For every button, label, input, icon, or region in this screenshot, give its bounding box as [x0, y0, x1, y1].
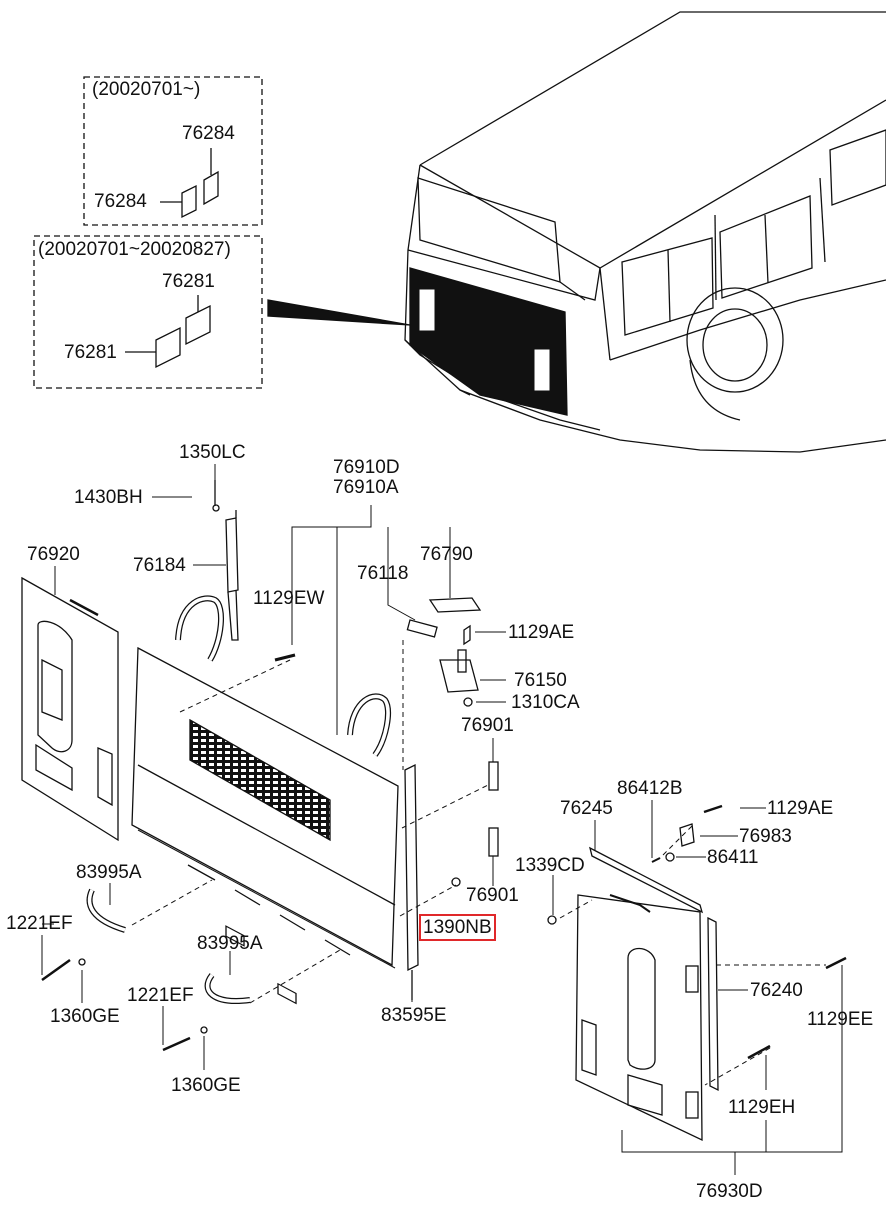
part-label-76150[interactable]: 76150 [514, 670, 567, 691]
right-side-panel [575, 846, 719, 1142]
part-label-83595e[interactable]: 83595E [381, 1005, 447, 1026]
part-label-76240[interactable]: 76240 [750, 980, 803, 1001]
gas-strut [212, 480, 239, 641]
lower-handles [86, 888, 251, 1004]
part-label-86411[interactable]: 86411 [707, 847, 759, 868]
part-label-1339cd[interactable]: 1339CD [515, 855, 585, 876]
part-label-76184[interactable]: 76184 [133, 555, 186, 576]
part-label-1360ge-mid[interactable]: 1360GE [171, 1075, 241, 1096]
vehicle-rear-panel [409, 267, 568, 416]
inset-bottom-date: (20020701~20020827) [38, 239, 231, 260]
vehicle-illustration [404, 11, 886, 453]
part-label-1350lc[interactable]: 1350LC [179, 442, 246, 463]
part-label-1221ef-mid[interactable]: 1221EF [127, 985, 194, 1006]
leader-lines [41, 464, 843, 1175]
part-label-1129ee[interactable]: 1129EE [807, 1009, 874, 1030]
part-label-76901-bottom[interactable]: 76901 [466, 885, 519, 906]
part-label-76901-top[interactable]: 76901 [461, 715, 514, 736]
inset-top-date: (20020701~) [92, 79, 201, 100]
part-label-76284-a: 76284 [182, 123, 235, 144]
part-label-76118[interactable]: 76118 [357, 563, 409, 584]
part-label-86412b[interactable]: 86412B [617, 778, 683, 799]
part-label-76281-b: 76281 [64, 342, 117, 363]
part-label-1129ae-right[interactable]: 1129AE [767, 798, 834, 819]
part-label-1360ge-left[interactable]: 1360GE [50, 1006, 120, 1027]
part-label-1221ef-left[interactable]: 1221EF [6, 913, 73, 934]
part-label-76245[interactable]: 76245 [560, 798, 613, 819]
inset-bottom-parts [125, 295, 211, 369]
inset-top-box [83, 76, 263, 226]
part-label-83995a-left[interactable]: 83995A [76, 862, 142, 883]
part-label-1129eh[interactable]: 1129EH [728, 1097, 796, 1118]
part-label-83995a-mid[interactable]: 83995A [197, 933, 263, 954]
part-label-1310ca[interactable]: 1310CA [511, 692, 580, 713]
part-label-76284-b: 76284 [94, 191, 147, 212]
vehicle-leader [267, 299, 411, 326]
inset-bottom-box [33, 235, 263, 389]
part-label-76910d[interactable]: 76910D [333, 457, 400, 478]
part-label-76930d[interactable]: 76930D [696, 1181, 763, 1202]
part-label-76281-a: 76281 [162, 271, 215, 292]
part-label-76920[interactable]: 76920 [27, 544, 80, 565]
inset-top-parts [160, 148, 219, 219]
part-label-1430bh[interactable]: 1430BH [74, 487, 143, 508]
part-label-76983[interactable]: 76983 [739, 826, 792, 847]
part-label-1390nb[interactable]: 1390NB [419, 914, 496, 941]
side-strip [404, 763, 419, 1000]
part-label-1129ew[interactable]: 1129EW [253, 588, 325, 609]
left-side-panel [21, 576, 119, 842]
part-label-76910a[interactable]: 76910A [333, 477, 399, 498]
main-door-panel [131, 646, 399, 1005]
latch-parts [406, 597, 499, 857]
part-label-76790[interactable]: 76790 [420, 544, 473, 565]
bolts [41, 653, 847, 1060]
part-label-1129ae-top[interactable]: 1129AE [508, 622, 575, 643]
upper-handles [175, 595, 391, 757]
